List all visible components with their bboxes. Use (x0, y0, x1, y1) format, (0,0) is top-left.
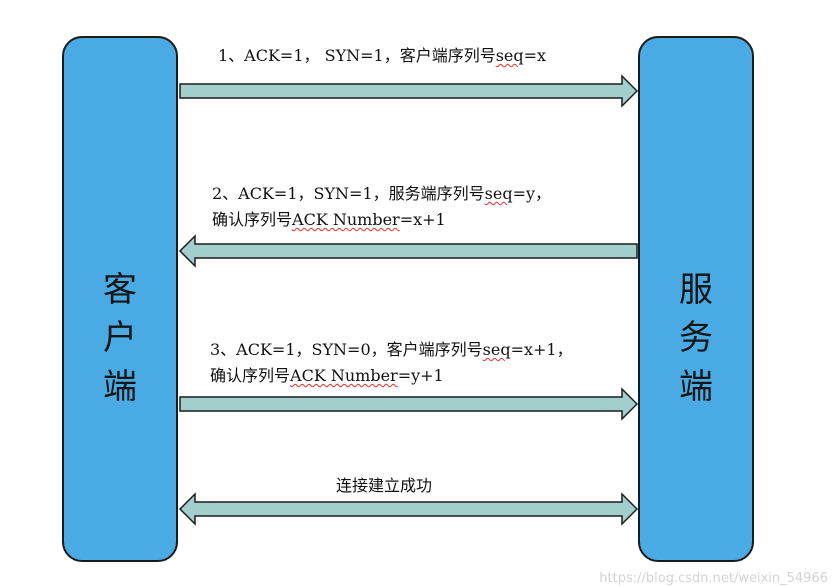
client-char: 客 (103, 270, 137, 310)
step1-line1: 1、ACK=1， SYN=1，客户端序列号seq=x (218, 46, 547, 65)
server-char: 务 (679, 318, 713, 359)
client-label: 客 户 端 (64, 266, 176, 411)
client-box: 客 户 端 (62, 36, 178, 562)
step2-line2: 确认序列号ACK Number=x+1 (212, 210, 446, 229)
server-box: 服 务 端 (638, 36, 754, 562)
arrow-right-step3 (179, 387, 639, 421)
arrow-right-step1 (179, 74, 639, 108)
server-char: 端 (679, 366, 713, 407)
arrow-both-established (178, 492, 639, 526)
step2-line1: 2、ACK=1，SYN=1，服务端序列号seq=y， (212, 184, 552, 203)
client-char: 端 (103, 366, 137, 407)
established-label: 连接建立成功 (336, 476, 433, 495)
client-char: 户 (103, 318, 137, 359)
step3-line1: 3、ACK=1，SYN=0，客户端序列号seq=x+1， (210, 340, 573, 359)
arrow-left-step2 (178, 234, 638, 268)
server-label: 服 务 端 (640, 266, 752, 411)
step3-line2: 确认序列号ACK Number=y+1 (210, 366, 444, 385)
server-char: 服 (679, 270, 713, 310)
watermark: https://blog.csdn.net/weixin_54966 (599, 571, 828, 586)
